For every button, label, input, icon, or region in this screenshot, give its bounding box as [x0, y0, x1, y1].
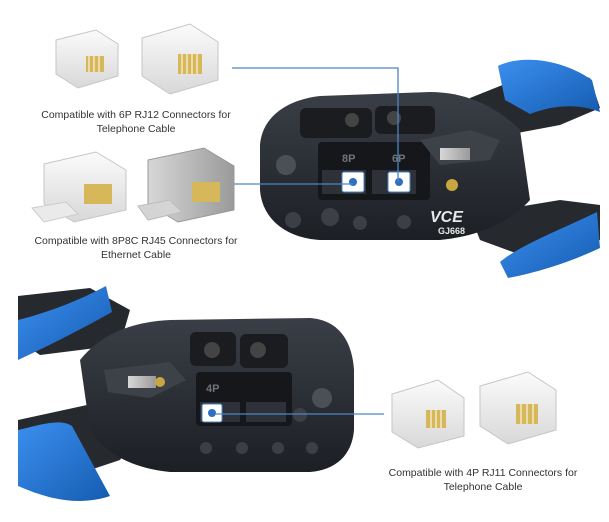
rj45-caption-line1: Compatible with 8P8C RJ45 Connectors for: [34, 235, 238, 247]
rj45-caption-line2: Ethernet Cable: [100, 249, 172, 261]
rj12-caption-line1: Compatible with 6P RJ12 Connectors for: [41, 109, 231, 121]
brand-logo-top: VCE: [430, 209, 464, 226]
rj12-caption-line2: Telephone Cable: [96, 123, 176, 135]
handle-blue-upper: [498, 59, 600, 114]
handle-blue-lower: [500, 212, 600, 278]
model-label-top: GJ668: [438, 226, 465, 236]
die-label-8p: 8P: [342, 153, 355, 165]
die-label-4p: 4P: [206, 383, 219, 395]
rj12-caption: Compatible with 6P RJ12 Connectors for T…: [36, 108, 236, 136]
crimper-tool-bottom: 4P: [18, 286, 354, 501]
rj11-caption: Compatible with 4P RJ11 Connectors for T…: [378, 466, 588, 494]
rj45-caption: Compatible with 8P8C RJ45 Connectors for…: [26, 234, 246, 262]
die-label-6p: 6P: [392, 153, 405, 165]
rj11-caption-line1: Compatible with 4P RJ11 Connectors for: [388, 467, 578, 479]
callout-lines-top: [232, 67, 399, 185]
handle-blue-lower-bottom: [18, 422, 110, 501]
rj45-connectors-image: [31, 147, 235, 223]
handle-blue-upper-bottom: [18, 286, 112, 360]
rj11-connectors-image: [391, 371, 557, 449]
rj11-caption-line2: Telephone Cable: [443, 481, 523, 493]
rj12-connectors-image: [55, 23, 219, 95]
crimper-tool-top: 8P 6P VCE GJ668: [260, 59, 600, 278]
